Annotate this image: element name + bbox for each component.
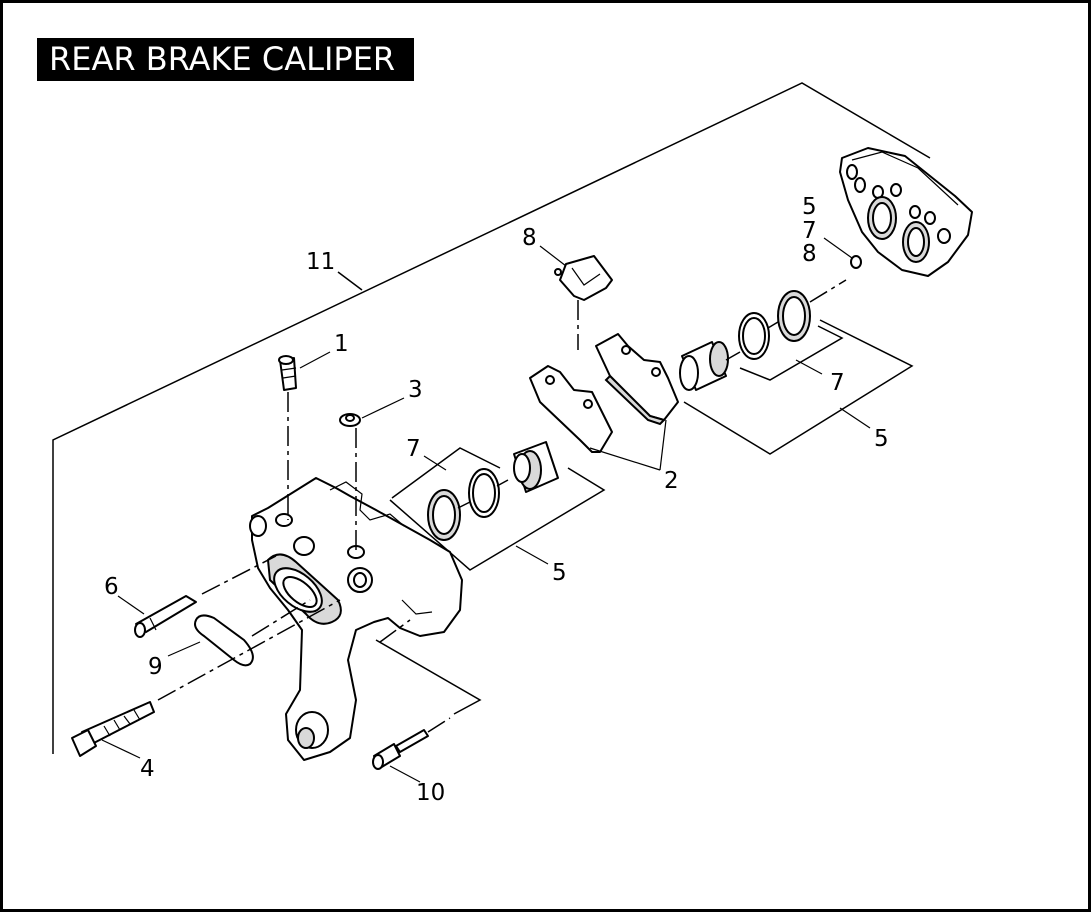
inner-caliper-housing: [249, 477, 463, 761]
leader-3: [361, 397, 405, 419]
pad-callout-line-b: [659, 419, 667, 471]
callout-8: 8: [522, 225, 537, 251]
diagram-title: REAR BRAKE CALIPER: [37, 38, 414, 81]
callout-5-upper: 5: [802, 194, 817, 220]
callout-8-upper: 8: [802, 241, 817, 267]
guide-pin: [372, 729, 429, 770]
bleeder-valve: [278, 355, 297, 520]
pin-boot: [194, 599, 311, 667]
washer-small: [850, 255, 862, 269]
brake-pad-outer: [595, 333, 679, 426]
outer-caliper-housing: [839, 147, 973, 277]
pad-retaining-clip: [554, 255, 613, 350]
callout-3: 3: [408, 377, 423, 403]
leader-10: [389, 765, 421, 783]
callout-5: 5: [552, 560, 567, 586]
mounting-bolt: [71, 599, 341, 757]
leader-8a: [539, 245, 567, 267]
leader-6: [117, 595, 145, 615]
callout-7: 7: [406, 436, 421, 462]
guide-pin-bracket: [375, 639, 482, 715]
callout-4: 4: [140, 756, 155, 782]
leader-5a: [515, 545, 549, 565]
seal-bracket-left: [391, 447, 501, 499]
seal-right-outer: [777, 290, 811, 342]
piston-bracket-right: [683, 319, 914, 455]
callout-5-right: 5: [874, 426, 889, 452]
seal-bracket-right: [739, 325, 844, 381]
callout-1: 1: [334, 331, 349, 357]
caliper-pin: [134, 555, 277, 638]
piston-bracket-left: [389, 467, 606, 571]
piston-right: [679, 341, 729, 391]
callout-10: 10: [416, 780, 445, 806]
leader-8b: [823, 237, 853, 259]
callout-7-right: 7: [830, 370, 845, 396]
assembly-bracket-line: [52, 82, 931, 754]
seal-left-inner: [468, 468, 500, 518]
callout-2: 2: [664, 468, 679, 494]
bleeder-cap: [339, 413, 361, 552]
callout-6: 6: [104, 574, 119, 600]
leader-7a: [423, 455, 447, 471]
callout-11: 11: [306, 249, 335, 275]
leader-1: [299, 351, 331, 369]
seal-left-outer: [427, 489, 461, 541]
leader-5b: [839, 407, 871, 429]
leader-9: [167, 641, 201, 657]
leader-4: [101, 739, 141, 759]
brake-pad-inner: [529, 365, 613, 453]
leader-7b: [795, 359, 823, 375]
seal-right-inner: [738, 312, 770, 360]
piston-left: [513, 441, 559, 493]
callout-9: 9: [148, 654, 163, 680]
pad-callout-line-a: [589, 447, 661, 471]
callout-7-upper: 7: [802, 218, 817, 244]
